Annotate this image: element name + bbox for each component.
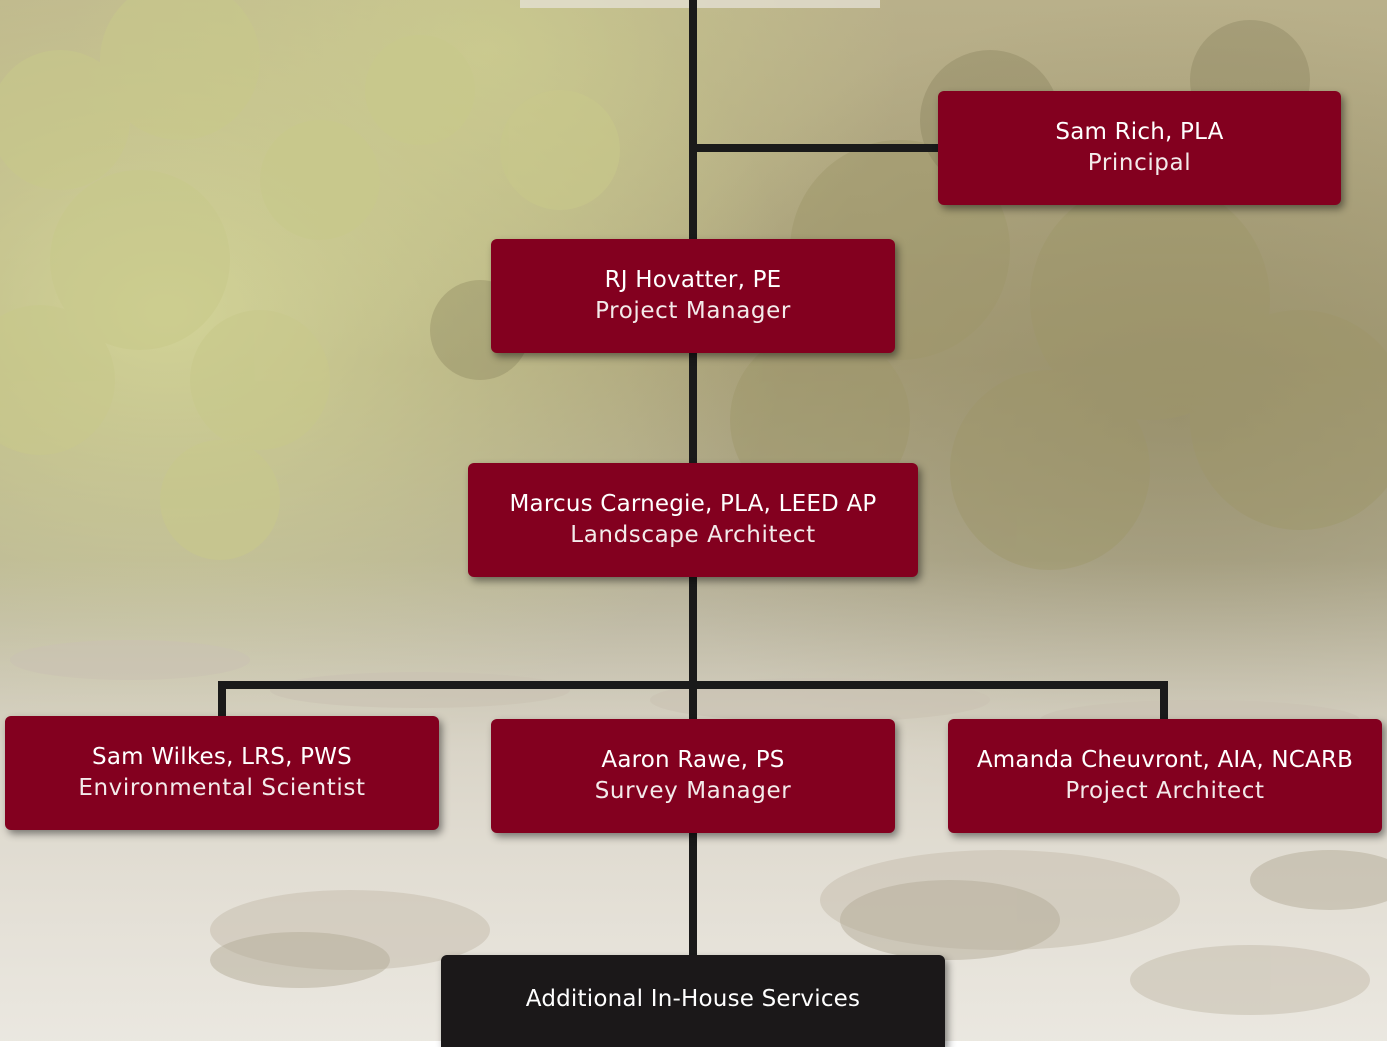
node-principal-title: Principal <box>1087 150 1192 176</box>
node-landscape-architect-title: Landscape Architect <box>570 522 816 548</box>
node-principal: Sam Rich, PLA Principal <box>938 91 1341 205</box>
node-environmental-scientist: Sam Wilkes, LRS, PWS Environmental Scien… <box>5 716 439 830</box>
node-project-manager-name: RJ Hovatter, PE <box>604 267 782 293</box>
node-environmental-scientist-title: Environmental Scientist <box>78 775 366 801</box>
connector-branch-left-drop <box>218 681 226 719</box>
node-project-architect: Amanda Cheuvront, AIA, NCARB Project Arc… <box>948 719 1382 833</box>
connector-branch-horizontal <box>218 681 1168 689</box>
node-survey-manager-title: Survey Manager <box>594 778 792 804</box>
node-landscape-architect: Marcus Carnegie, PLA, LEED AP Landscape … <box>468 463 918 577</box>
node-landscape-architect-name: Marcus Carnegie, PLA, LEED AP <box>509 491 877 517</box>
node-survey-manager-name: Aaron Rawe, PS <box>601 747 785 773</box>
connector-branch-right-drop <box>1160 681 1168 719</box>
connector-la-to-branch <box>689 576 697 720</box>
connector-pm-to-la <box>689 352 697 464</box>
node-environmental-scientist-name: Sam Wilkes, LRS, PWS <box>92 744 352 770</box>
connector-to-principal <box>689 144 939 152</box>
node-principal-name: Sam Rich, PLA <box>1055 119 1224 145</box>
connector-survey-to-services <box>689 832 697 957</box>
node-project-manager-title: Project Manager <box>595 298 791 324</box>
connector-main-trunk-top <box>689 0 697 240</box>
node-additional-services: Additional In-House Services <box>441 955 945 1047</box>
node-project-architect-name: Amanda Cheuvront, AIA, NCARB <box>976 747 1354 773</box>
node-project-architect-title: Project Architect <box>1065 778 1265 804</box>
node-project-manager: RJ Hovatter, PE Project Manager <box>491 239 895 353</box>
node-survey-manager: Aaron Rawe, PS Survey Manager <box>491 719 895 833</box>
node-additional-services-label: Additional In-House Services <box>525 985 861 1012</box>
